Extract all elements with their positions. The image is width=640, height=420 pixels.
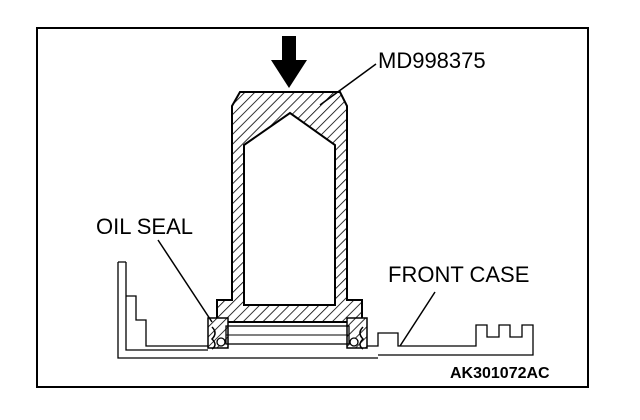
down-arrow-icon — [271, 36, 307, 88]
oil-seal-right — [346, 317, 368, 350]
oil-seal-label: OIL SEAL — [96, 214, 194, 239]
special-tool — [216, 91, 363, 323]
figure-frame — [36, 27, 589, 388]
leader-front-case — [399, 291, 436, 347]
front-case-label: FRONT CASE — [388, 262, 530, 287]
oil-seal-left — [207, 317, 229, 350]
leader-tool — [319, 63, 377, 106]
figure-code: AK301072AC — [450, 365, 550, 382]
leader-oil-seal — [157, 239, 213, 323]
tool-label: MD998375 — [378, 48, 486, 73]
front-case — [117, 261, 534, 359]
